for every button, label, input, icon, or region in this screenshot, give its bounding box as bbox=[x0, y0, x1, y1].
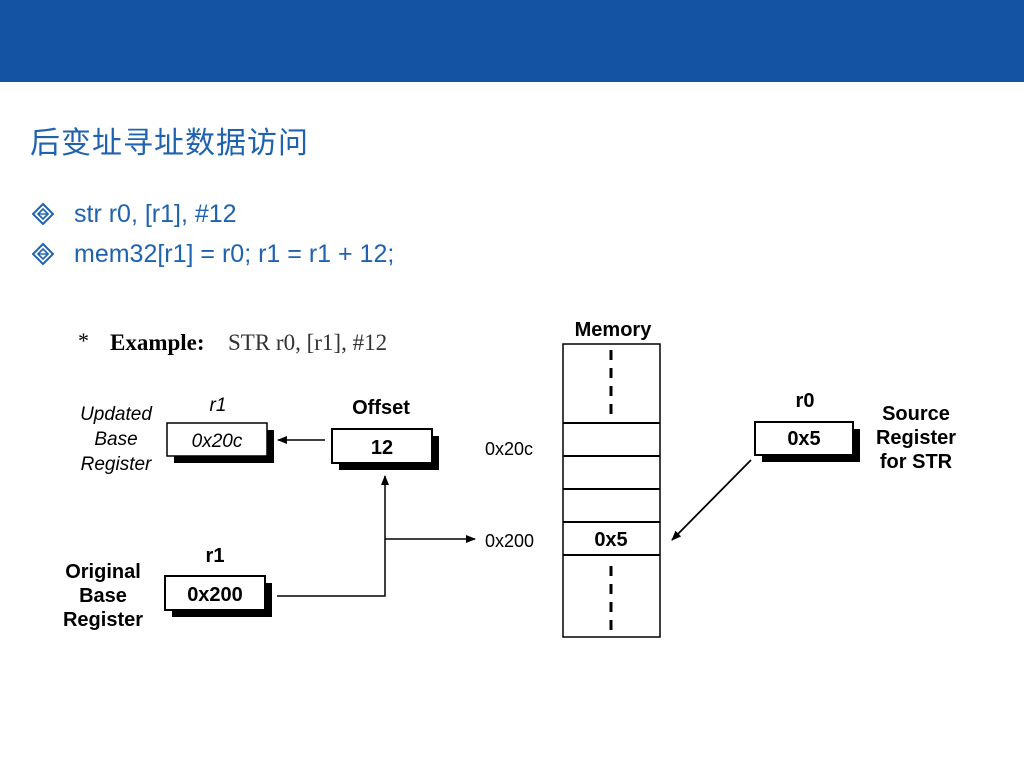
original-r1-value: 0x200 bbox=[187, 584, 243, 606]
source-register-line3: for STR bbox=[880, 451, 953, 473]
example-code: STR r0, [r1], #12 bbox=[228, 330, 387, 355]
slide-title: 后变址寻址数据访问 bbox=[30, 126, 309, 161]
address-0x20c: 0x20c bbox=[485, 439, 533, 459]
offset-box bbox=[331, 428, 433, 464]
updated-r1-label: r1 bbox=[210, 395, 227, 416]
offset-label: Offset bbox=[352, 397, 410, 419]
bullet-text: str r0, [r1], #12 bbox=[74, 199, 237, 228]
original-base-label-line2: Base bbox=[79, 585, 127, 607]
diamond-bullet-icon bbox=[32, 203, 54, 225]
original-r1-label: r1 bbox=[206, 545, 225, 567]
r0-value: 0x5 bbox=[787, 428, 820, 450]
original-to-offset-arrow bbox=[277, 475, 389, 597]
original-base-label-line1: Original bbox=[65, 561, 141, 583]
updated-r1-value: 0x20c bbox=[192, 431, 243, 452]
original-base-label-line3: Register bbox=[63, 609, 143, 631]
str-post-index-diagram: * Example: STR r0, [r1], #12 Updated Bas… bbox=[63, 319, 956, 638]
updated-r1-box bbox=[166, 422, 268, 457]
memory-cell-value: 0x5 bbox=[594, 529, 627, 551]
original-r1-box bbox=[164, 575, 266, 611]
bullet-item: mem32[r1] = r0; r1 = r1 + 12; bbox=[32, 234, 394, 274]
updated-base-label-line3: Register bbox=[81, 454, 152, 475]
updated-base-label-line2: Base bbox=[94, 429, 137, 450]
r0-box bbox=[754, 421, 854, 456]
example-label: Example: bbox=[110, 330, 205, 355]
offset-value: 12 bbox=[371, 437, 393, 459]
address-0x200: 0x200 bbox=[485, 531, 534, 551]
bullet-text: mem32[r1] = r0; r1 = r1 + 12; bbox=[74, 239, 395, 268]
source-register-line2: Register bbox=[876, 427, 956, 449]
source-register-line1: Source bbox=[882, 403, 950, 425]
example-star: * bbox=[78, 328, 89, 353]
bullet-list: str r0, [r1], #12 mem32[r1] = r0; r1 = r… bbox=[32, 194, 394, 274]
bullet-item: str r0, [r1], #12 bbox=[32, 194, 394, 234]
updated-base-label-line1: Updated bbox=[80, 404, 153, 425]
r0-label: r0 bbox=[796, 390, 815, 412]
memory-label: Memory bbox=[575, 319, 653, 341]
header-bar bbox=[0, 0, 1024, 82]
r0-to-memory-arrow bbox=[671, 459, 752, 541]
diamond-bullet-icon bbox=[32, 243, 54, 265]
